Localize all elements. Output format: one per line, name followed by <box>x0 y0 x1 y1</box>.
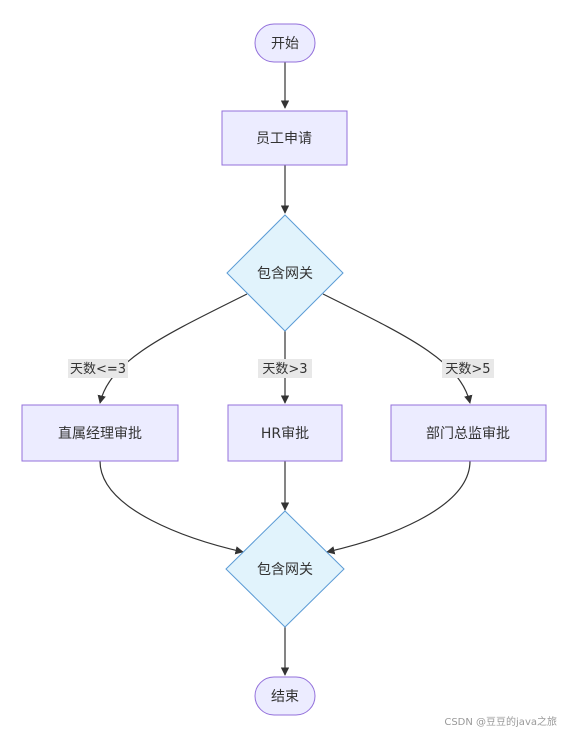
node-gateway-split: 包含网关 <box>226 214 344 332</box>
node-direct-manager-label: 直属经理审批 <box>58 425 142 442</box>
node-end-label: 结束 <box>271 689 299 705</box>
edge-gateway-to-direct-manager <box>97 293 248 404</box>
watermark: CSDN @豆豆的java之旅 <box>444 717 557 728</box>
node-end: 结束 <box>254 676 316 716</box>
node-hr-label: HR审批 <box>261 426 309 442</box>
node-dept-director-label: 部门总监审批 <box>426 426 510 442</box>
node-gateway-split-label: 包含网关 <box>257 266 313 282</box>
node-direct-manager: 直属经理审批 <box>21 404 179 462</box>
edge-direct-manager-to-join <box>99 460 244 555</box>
edge-dept-director-to-join <box>326 460 471 555</box>
node-hr: HR审批 <box>227 404 343 462</box>
node-apply: 员工申请 <box>221 110 348 166</box>
node-apply-label: 员工申请 <box>256 131 312 147</box>
edges <box>97 62 473 676</box>
edge-label-dept-director-text: 天数>5 <box>445 362 490 377</box>
node-gateway-join-label: 包含网关 <box>257 562 313 578</box>
edge-label-hr: 天数>3 <box>258 359 312 378</box>
node-start-label: 开始 <box>271 36 299 52</box>
edge-label-dept-director: 天数>5 <box>442 359 494 378</box>
edge-label-hr-text: 天数>3 <box>262 362 307 377</box>
edge-label-direct-manager-text: 天数<=3 <box>70 362 126 377</box>
node-gateway-join: 包含网关 <box>225 510 345 628</box>
edge-gateway-to-dept-director <box>322 293 473 404</box>
edge-label-direct-manager: 天数<=3 <box>68 359 128 378</box>
node-dept-director: 部门总监审批 <box>390 404 547 462</box>
node-start: 开始 <box>254 23 316 63</box>
